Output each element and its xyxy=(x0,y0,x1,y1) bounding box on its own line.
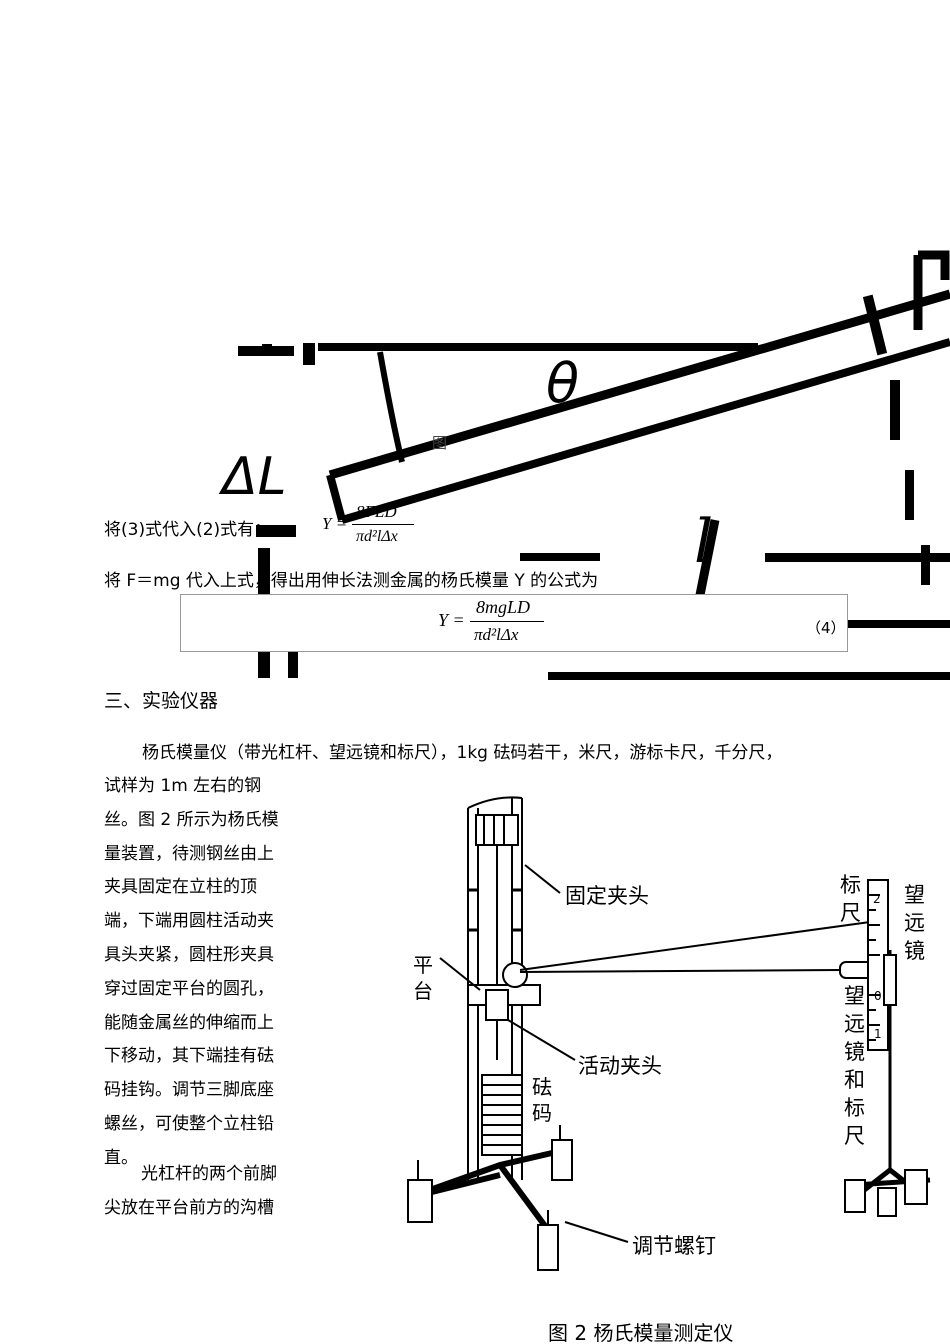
scale-number-0: 0 xyxy=(874,989,882,1003)
fig1-l-label: l xyxy=(694,507,714,577)
eq4-numerator: 8mgLD xyxy=(476,597,531,617)
eq-sub-numerator: 8FLD xyxy=(356,502,397,521)
para1-line: 能随金属丝的伸缩而上 xyxy=(104,1012,274,1033)
fig1-tu-label: 图 xyxy=(432,434,447,452)
para1-line: 螺丝，可使整个立柱铅 xyxy=(104,1113,274,1134)
fig1-delta-l-label: ΔL xyxy=(218,447,287,507)
fig2-movable-clamp-label: 活动夹头 xyxy=(578,1054,662,1078)
fig2-weights-label-1: 砝 xyxy=(532,1075,552,1099)
para1-line: 量装置，待测钢丝由上 xyxy=(104,843,274,864)
fig2-scale-label-1: 标 xyxy=(840,873,861,897)
fig2-tel-scale-label-2: 远 xyxy=(844,1012,865,1036)
eq-sub-lhs: Y = xyxy=(322,514,348,533)
substitution-sentence: 将 F＝mg 代入上式，得出用伸长法测金属的杨氏模量 Y 的公式为 xyxy=(104,571,599,591)
para1-line: 穿过固定平台的圆孔， xyxy=(104,978,274,999)
equation-4-box xyxy=(180,594,848,652)
eq4-tag: （4） xyxy=(806,619,846,637)
para1-line: 码挂钩。调节三脚底座 xyxy=(104,1080,274,1101)
para2-line: 光杠杆的两个前脚 xyxy=(141,1164,277,1184)
fig2-tel-scale-label-5: 标 xyxy=(844,1096,865,1120)
para1-line: 端，下端用圆柱活动夹 xyxy=(104,911,274,932)
fig2-platform-label-1: 平 xyxy=(413,953,433,977)
fig2-caption: 图 2 杨氏模量测定仪 xyxy=(548,1321,733,1344)
para1-column: 试样为 1m 左右的钢 丝。图 2 所示为杨氏模 量装置，待测钢丝由上 夹具固定… xyxy=(104,770,304,1176)
para1-line: 夹具固定在立柱的顶 xyxy=(104,877,257,898)
para1-first-line: 杨氏模量仪（带光杠杆、望远镜和标尺），1kg 砝码若干，米尺，游标卡尺，千分尺， xyxy=(142,743,783,763)
para1-line: 试样为 1m 左右的钢 xyxy=(104,776,262,796)
fig2-telescope-label-1: 望 xyxy=(904,883,925,907)
fig2-platform-label-2: 台 xyxy=(413,979,433,1003)
para1-line: 下移动，其下端挂有砝 xyxy=(104,1046,274,1067)
fig2-telescope-label-3: 镜 xyxy=(904,939,925,963)
scale-number-2: 2 xyxy=(873,892,881,906)
fig1-theta-label: θ xyxy=(546,352,579,415)
fig2-weights-label-2: 码 xyxy=(532,1101,552,1125)
scale-number-1: 1 xyxy=(874,1027,882,1041)
fig2-telescope-label-2: 远 xyxy=(904,911,925,935)
fig2-tel-scale-label-4: 和 xyxy=(844,1068,865,1092)
eq-sub-prefix: 将(3)式代入(2)式有： xyxy=(104,520,272,540)
para2-column: 光杠杆的两个前脚 尖放在平台前方的沟槽 xyxy=(104,1158,304,1226)
fig2-tel-scale-label-3: 镜 xyxy=(844,1040,865,1064)
fig2-fixed-clamp-label: 固定夹头 xyxy=(565,884,649,908)
para1-line: 具头夹紧，圆柱形夹具 xyxy=(104,944,274,965)
fig2-tel-scale-label-6: 尺 xyxy=(844,1124,865,1148)
eq4-lhs: Y = xyxy=(438,610,465,630)
para1-line: 丝。图 2 所示为杨氏模 xyxy=(104,809,279,830)
figure-2-apparatus: 2 0 1 固定夹头 平 台 活动夹头 砝 码 调节螺钉 标 尺 望 远 镜 望… xyxy=(407,796,931,1344)
section-heading: 三、实验仪器 xyxy=(104,690,219,712)
eq-sub-fraction-bar xyxy=(352,524,414,525)
eq4-fraction-bar xyxy=(470,621,544,622)
fig2-tel-scale-label-1: 望 xyxy=(844,984,865,1008)
eq-sub-lhs-text: Y xyxy=(322,514,332,533)
fig2-scale-label-2: 尺 xyxy=(840,901,861,925)
para2-line: 尖放在平台前方的沟槽 xyxy=(104,1197,274,1218)
eq4-denominator: πd²lΔx xyxy=(474,625,519,644)
eq-sub-denominator: πd²lΔx xyxy=(356,528,398,545)
fig2-screw-label: 调节螺钉 xyxy=(632,1234,716,1258)
para1-line: 直。 xyxy=(104,1147,138,1168)
